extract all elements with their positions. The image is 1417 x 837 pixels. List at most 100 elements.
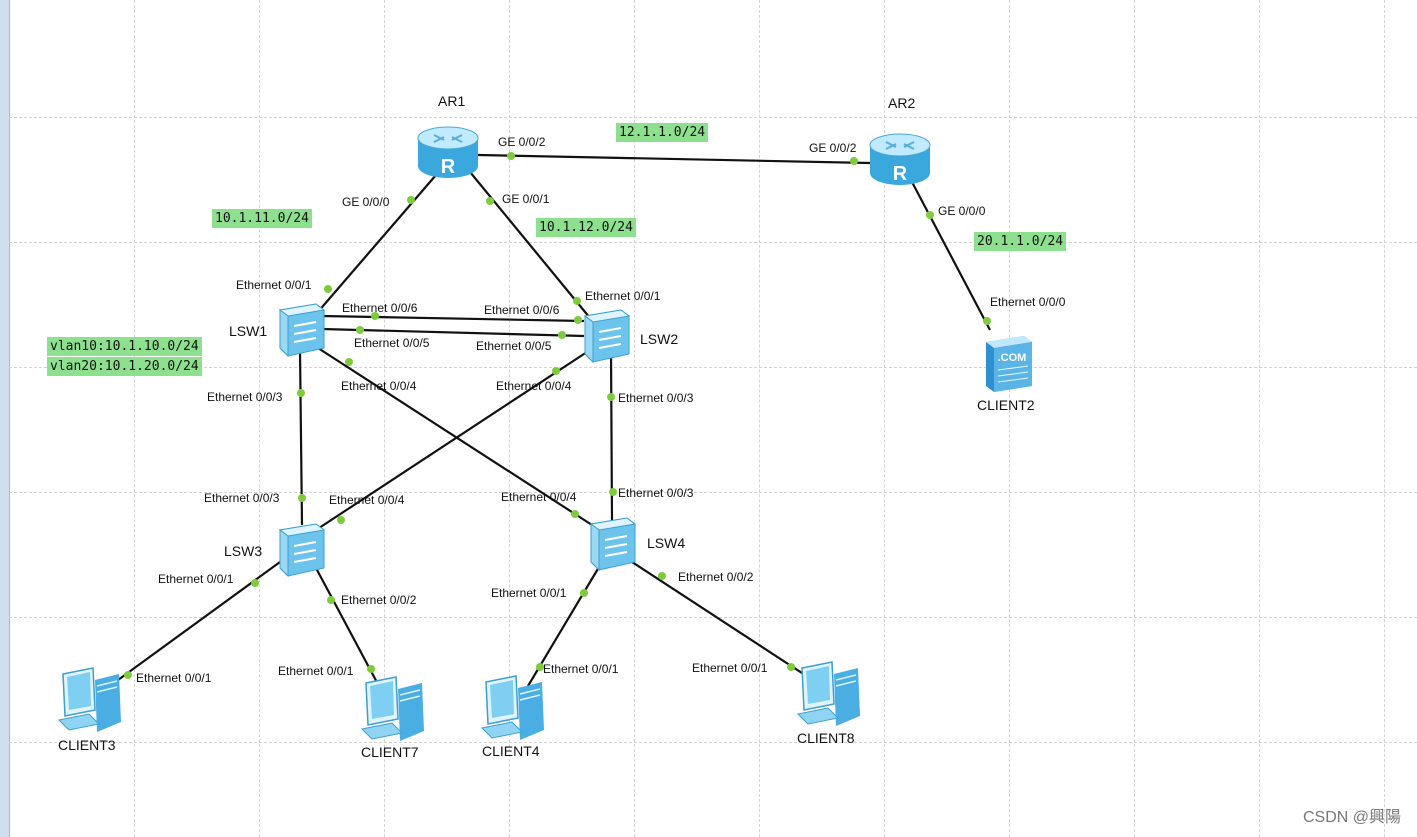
port-label: Ethernet 0/0/1 xyxy=(585,289,661,303)
switch-lsw3[interactable] xyxy=(276,520,328,578)
network-label: 12.1.1.0/24 xyxy=(616,123,709,142)
port-dot xyxy=(345,358,353,366)
canvas-left-edge xyxy=(0,0,10,837)
port-label: GE 0/0/2 xyxy=(498,135,546,149)
port-label: GE 0/0/0 xyxy=(342,195,390,209)
port-dot xyxy=(324,285,332,293)
port-dot xyxy=(609,488,617,496)
port-label: Ethernet 0/0/6 xyxy=(342,301,418,315)
device-label-client4: CLIENT4 xyxy=(482,743,540,759)
grid-line xyxy=(9,617,1417,618)
switch-lsw1[interactable] xyxy=(276,300,328,358)
device-label-client7: CLIENT7 xyxy=(361,744,419,760)
grid-line xyxy=(1009,0,1010,837)
pc-icon[interactable] xyxy=(358,675,430,745)
grid-line xyxy=(9,742,1417,743)
grid-line xyxy=(134,0,135,837)
port-dot xyxy=(850,157,858,165)
link-lsw1-lsw2-e6[interactable] xyxy=(321,314,585,323)
grid-line xyxy=(9,367,1417,368)
port-label: GE 0/0/0 xyxy=(938,204,986,218)
port-label: Ethernet 0/0/1 xyxy=(491,586,567,600)
port-label: Ethernet 0/0/1 xyxy=(136,671,212,685)
network-label-vlan20: vlan20:10.1.20.0/24 xyxy=(47,357,202,376)
port-dot xyxy=(607,393,615,401)
router-ar2[interactable]: R xyxy=(868,133,932,189)
port-label: GE 0/0/2 xyxy=(809,141,857,155)
network-label: 20.1.1.0/24 xyxy=(974,232,1067,251)
port-label: Ethernet 0/0/0 xyxy=(990,295,1066,309)
port-dot xyxy=(573,297,581,305)
port-dot xyxy=(327,596,335,604)
device-label-client2: CLIENT2 xyxy=(977,397,1035,413)
grid-line xyxy=(884,0,885,837)
switch-lsw4[interactable] xyxy=(587,514,639,572)
port-label: Ethernet 0/0/3 xyxy=(204,491,280,505)
port-dot xyxy=(297,389,305,397)
port-dot xyxy=(787,663,795,671)
port-label: Ethernet 0/0/3 xyxy=(207,390,283,404)
svg-text:R: R xyxy=(893,163,908,185)
network-label: 10.1.12.0/24 xyxy=(536,218,636,237)
port-label: Ethernet 0/0/3 xyxy=(618,486,694,500)
port-dot xyxy=(571,510,579,518)
pc-icon[interactable] xyxy=(55,666,127,736)
device-label-client3: CLIENT3 xyxy=(58,737,116,753)
port-label: Ethernet 0/0/5 xyxy=(476,339,552,353)
device-label-lsw4: LSW4 xyxy=(647,535,686,551)
port-dot xyxy=(407,196,415,204)
svg-text:.COM: .COM xyxy=(998,352,1027,364)
port-label: Ethernet 0/0/3 xyxy=(618,391,694,405)
grid-line xyxy=(9,117,1417,118)
device-label-lsw2: LSW2 xyxy=(640,331,679,347)
switch-lsw2[interactable] xyxy=(581,306,633,364)
watermark: CSDN @興陽 xyxy=(1302,809,1401,826)
link-lsw1-lsw4[interactable] xyxy=(317,347,593,526)
network-label: 10.1.11.0/24 xyxy=(212,209,312,228)
port-dot xyxy=(251,579,259,587)
router-ar1[interactable]: R xyxy=(416,126,480,182)
port-label: Ethernet 0/0/5 xyxy=(354,336,430,350)
link-ar1-lsw2[interactable] xyxy=(469,171,591,319)
link-ar2-client2[interactable] xyxy=(911,181,991,331)
grid-line xyxy=(509,0,510,837)
port-dot xyxy=(367,665,375,673)
pc-icon[interactable] xyxy=(794,660,866,730)
port-label: Ethernet 0/0/4 xyxy=(496,379,572,393)
port-label: Ethernet 0/0/2 xyxy=(678,570,754,584)
port-dot xyxy=(658,572,666,580)
link-lsw1-lsw2-e5[interactable] xyxy=(321,327,585,338)
port-label: Ethernet 0/0/4 xyxy=(341,379,417,393)
device-label-ar2: AR2 xyxy=(888,95,916,111)
grid-line xyxy=(384,0,385,837)
port-label: Ethernet 0/0/2 xyxy=(341,593,417,607)
grid-line xyxy=(1259,0,1260,837)
link-lsw2-lsw3[interactable] xyxy=(315,349,591,531)
port-dot xyxy=(574,316,582,324)
port-label: Ethernet 0/0/1 xyxy=(692,661,768,675)
device-label-ar1: AR1 xyxy=(438,93,466,109)
grid-line xyxy=(9,492,1417,493)
port-label: Ethernet 0/0/6 xyxy=(484,303,560,317)
device-label-lsw3: LSW3 xyxy=(224,543,263,559)
network-label-vlan10: vlan10:10.1.10.0/24 xyxy=(47,337,202,356)
server-icon[interactable]: .COM xyxy=(980,334,1036,394)
port-label: Ethernet 0/0/1 xyxy=(236,278,312,292)
link-ar1-ar2[interactable] xyxy=(477,153,871,165)
pc-icon[interactable] xyxy=(478,674,550,744)
port-label: GE 0/0/1 xyxy=(502,192,550,206)
port-dot xyxy=(337,516,345,524)
port-dot xyxy=(124,671,132,679)
port-dot xyxy=(552,367,560,375)
grid-line xyxy=(759,0,760,837)
port-dot xyxy=(298,494,306,502)
port-label: Ethernet 0/0/1 xyxy=(158,572,234,586)
svg-text:R: R xyxy=(441,156,456,178)
port-dot xyxy=(507,152,515,160)
device-label-client8: CLIENT8 xyxy=(797,730,855,746)
port-dot xyxy=(983,317,991,325)
port-dot xyxy=(580,589,588,597)
grid-line xyxy=(1384,0,1385,837)
link-ar1-lsw1[interactable] xyxy=(316,174,437,314)
link-lsw4-client8[interactable] xyxy=(631,561,806,676)
